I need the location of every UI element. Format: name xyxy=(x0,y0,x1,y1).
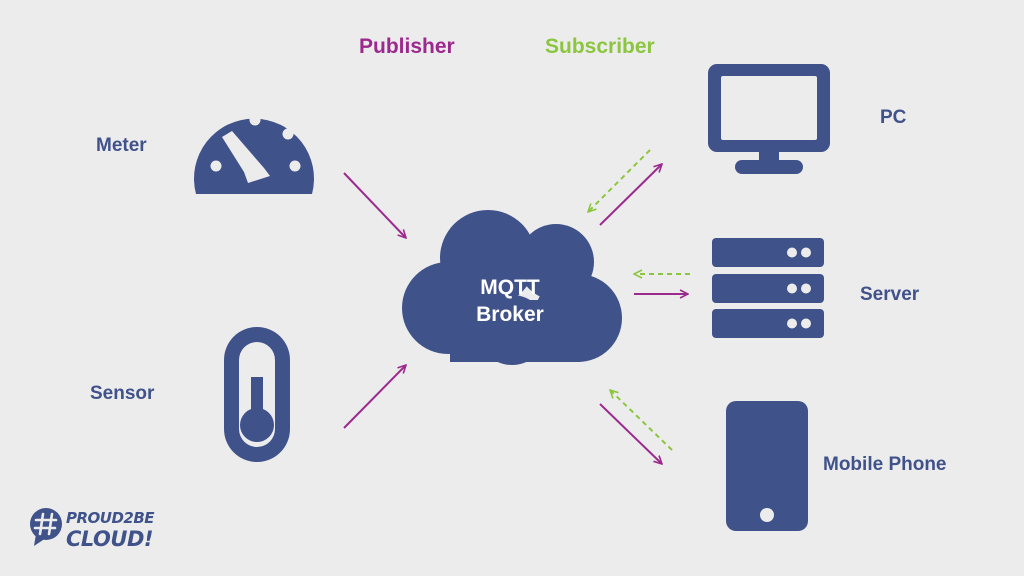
label-mobile-phone: Mobile Phone xyxy=(823,454,947,475)
monitor-icon xyxy=(708,64,830,174)
logo-line2: CLOUD! xyxy=(66,527,153,551)
broker-title-line2: Broker xyxy=(476,303,544,326)
arrow-broker-to-mobile xyxy=(599,403,662,464)
arrow-sensor-to-broker xyxy=(343,365,406,429)
label-meter: Meter xyxy=(96,135,147,156)
hash-speech-bubble-icon xyxy=(30,508,62,546)
thermometer-icon xyxy=(224,327,290,462)
server-icon xyxy=(712,238,824,338)
logo: PROUD2BE CLOUD! xyxy=(26,506,156,556)
broker-cloud-icon xyxy=(402,210,622,365)
label-pc: PC xyxy=(880,107,907,128)
label-sensor: Sensor xyxy=(90,383,155,404)
logo-line1: PROUD2BE xyxy=(66,509,155,527)
mobile-phone-icon xyxy=(726,401,808,531)
broker-title-line1: MQTT xyxy=(480,276,540,299)
arrow-broker-to-pc xyxy=(599,164,662,226)
arrow-mobile-subscribe xyxy=(610,390,673,451)
logo-text: PROUD2BE CLOUD! xyxy=(66,508,155,551)
legend-subscriber: Subscriber xyxy=(545,35,655,58)
arrow-pc-subscribe xyxy=(588,149,651,212)
legend-publisher: Publisher xyxy=(359,35,455,58)
label-server: Server xyxy=(860,284,920,305)
meter-icon xyxy=(194,114,315,194)
arrow-meter-to-broker xyxy=(343,172,406,238)
broker-title: MQTT Broker xyxy=(450,274,570,328)
